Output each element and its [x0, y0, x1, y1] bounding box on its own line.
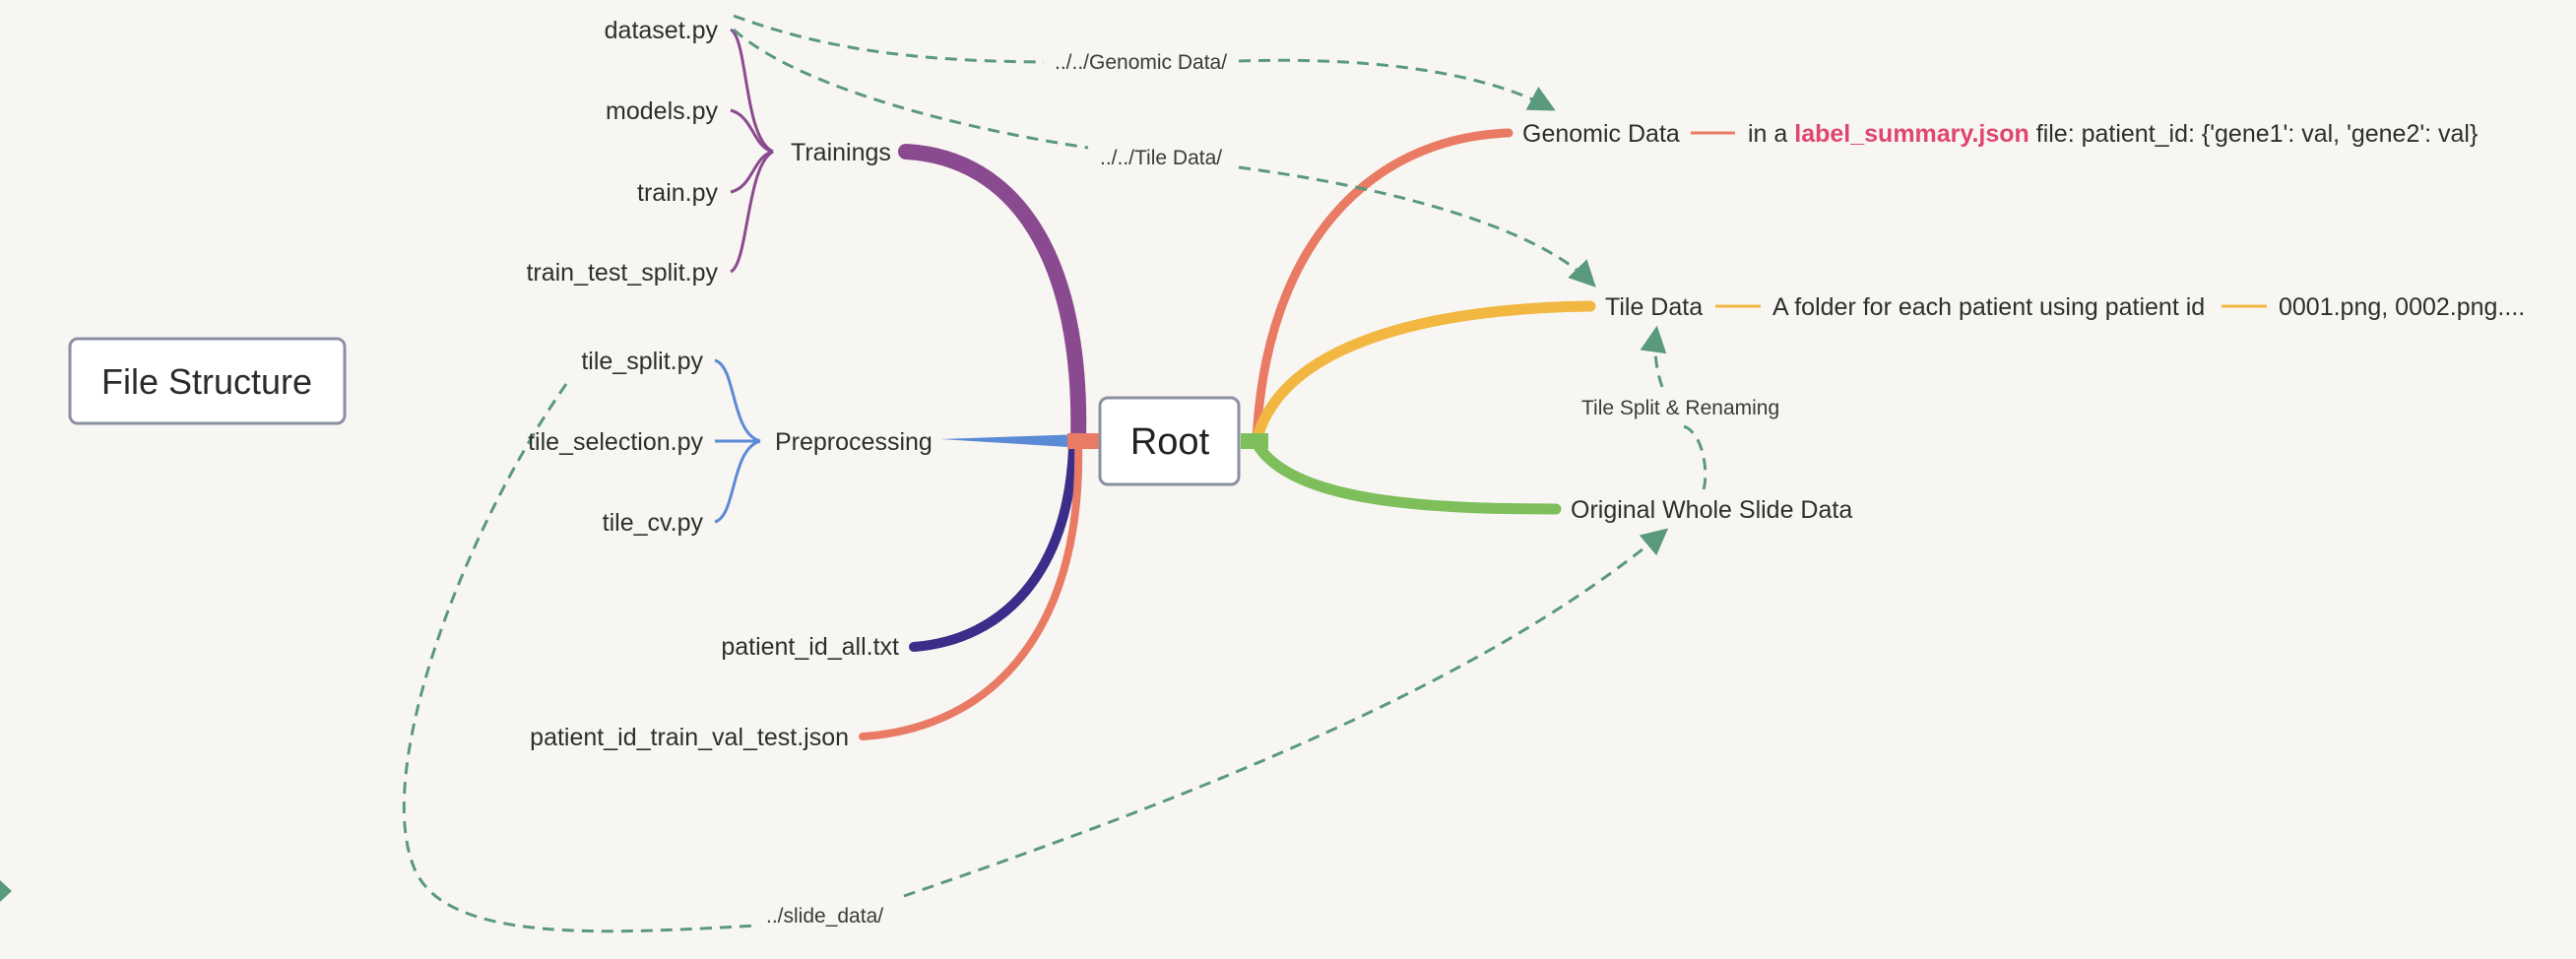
- title-box[interactable]: File Structure: [68, 337, 347, 425]
- tile-split-label: Tile Split & Renaming: [1581, 397, 1779, 419]
- branch-preprocessing: [940, 434, 1083, 448]
- file-models-py[interactable]: models.py: [606, 97, 718, 125]
- branch-trainings: [898, 144, 1087, 449]
- file-tile-split-py[interactable]: tile_split.py: [581, 348, 703, 375]
- file-patient-id-all[interactable]: patient_id_all.txt: [721, 633, 899, 661]
- branch-patient-id-all: [909, 443, 1078, 652]
- file-train-test-split-py[interactable]: train_test_split.py: [526, 259, 718, 287]
- file-tile-cv-py[interactable]: tile_cv.py: [603, 509, 704, 537]
- root-left-connector: [1067, 433, 1099, 449]
- slide-path-label: ../slide_data/: [766, 905, 883, 927]
- relation-tile-split: [1655, 331, 1707, 490]
- branch-patient-id-split: [859, 437, 1083, 740]
- offscreen-arrow-fragment: [0, 880, 12, 902]
- preprocessing-brace: [714, 358, 761, 524]
- genomic-detail-highlight: label_summary.json: [1794, 120, 2029, 148]
- file-patient-id-split[interactable]: patient_id_train_val_test.json: [530, 724, 849, 751]
- tile-path-label: ../../Tile Data/: [1100, 147, 1222, 169]
- relation-genomic-path: [733, 14, 1551, 108]
- genomic-detail-suffix: file: patient_id: {'gene1': val, 'gene2'…: [2029, 120, 2479, 148]
- trainings-node[interactable]: Trainings: [791, 139, 891, 166]
- trainings-brace: [729, 28, 774, 274]
- file-dataset-py[interactable]: dataset.py: [605, 17, 719, 44]
- file-train-py[interactable]: train.py: [637, 179, 718, 207]
- branch-original-slide: [1251, 437, 1562, 515]
- genomic-path-label: ../../Genomic Data/: [1055, 51, 1227, 74]
- tile-data-detail[interactable]: A folder for each patient using patient …: [1772, 293, 2205, 321]
- root-right-connector: [1241, 433, 1268, 449]
- original-slide-node[interactable]: Original Whole Slide Data: [1571, 496, 1852, 524]
- root-node[interactable]: Root: [1098, 396, 1241, 486]
- branch-tile-data: [1251, 300, 1596, 447]
- genomic-data-node[interactable]: Genomic Data: [1522, 120, 1680, 148]
- tile-data-node[interactable]: Tile Data: [1605, 293, 1703, 321]
- root-label: Root: [1130, 421, 1210, 463]
- genomic-data-detail[interactable]: in a label_summary.json file: patient_id…: [1748, 120, 2478, 148]
- tile-data-files[interactable]: 0001.png, 0002.png....: [2279, 293, 2525, 321]
- title-box-label: File Structure: [101, 361, 312, 402]
- preprocessing-node[interactable]: Preprocessing: [775, 428, 933, 456]
- relation-slide-path: [402, 383, 1664, 933]
- file-tile-selection-py[interactable]: tile_selection.py: [528, 428, 703, 456]
- branch-genomic-data: [1252, 128, 1513, 446]
- relation-tile-path: [732, 28, 1592, 284]
- genomic-detail-prefix: in a: [1748, 120, 1794, 148]
